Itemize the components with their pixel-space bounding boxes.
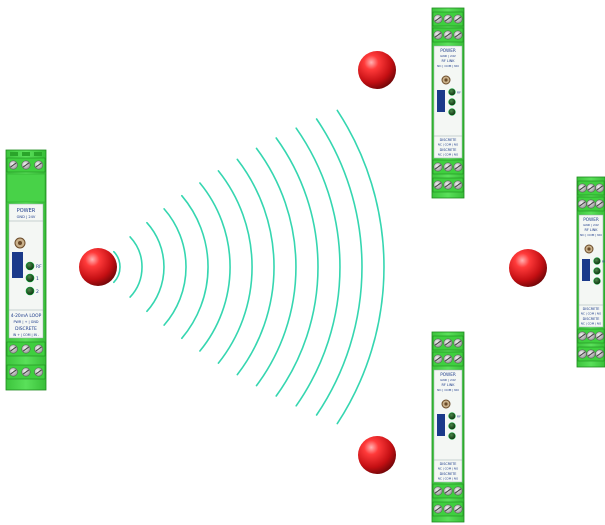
radio-wave-arc	[315, 118, 363, 416]
brand-logo	[437, 414, 445, 436]
discrete-label: DISCRETE	[440, 462, 457, 466]
status-led-icon	[593, 257, 601, 265]
discrete-terminal-label: NC | COM | NO	[438, 153, 459, 157]
radio-wave-arc	[236, 158, 275, 376]
status-led-icon	[448, 108, 456, 116]
discrete-terminal-label: NC | COM | NO	[581, 312, 602, 316]
power-terminal-label: GND | 24V	[440, 54, 457, 58]
brand-logo	[437, 90, 445, 112]
rf-link-label: RF LINK	[441, 59, 455, 63]
status-led-icon	[593, 277, 601, 285]
loop-label: 4-20mA LOOP	[11, 313, 42, 319]
radio-wave-arc	[163, 208, 187, 326]
radio-wave-icon	[113, 109, 385, 425]
antenna-node-icon	[509, 249, 547, 287]
led-label: RF	[457, 91, 461, 95]
brand-logo	[582, 259, 590, 281]
radio-wave-arc	[295, 127, 341, 407]
rf-link-label: RF LINK	[441, 383, 455, 387]
led-label: RF	[602, 260, 605, 264]
radio-wave-arc	[113, 250, 121, 284]
power-terminal-label: GND | 24V	[583, 223, 600, 227]
radio-wave-arc	[275, 137, 319, 397]
relay-terminal-label: NC | COM | NO	[437, 64, 459, 68]
antenna-node-icon	[358, 51, 396, 89]
status-led-icon	[25, 261, 35, 271]
power-label: POWER	[583, 217, 599, 222]
radio-wave-arc	[146, 221, 165, 313]
discrete-terminal-label: IN + | COM | IN -	[13, 333, 39, 337]
power-terminal-label: GND | 24V	[440, 378, 457, 382]
power-label: POWER	[440, 48, 456, 53]
radio-wave-arc	[255, 147, 297, 387]
discrete-label: DISCRETE	[583, 307, 600, 311]
discrete-label: DISCRETE	[440, 138, 457, 142]
status-led-icon	[25, 273, 35, 283]
power-label: POWER	[17, 208, 36, 214]
status-led-icon	[448, 422, 456, 430]
radio-wave-arc	[336, 109, 385, 425]
discrete-terminal-label: NC | COM | NO	[438, 143, 459, 147]
discrete-label: DISCRETE	[440, 148, 457, 152]
relay-terminal-label: NC | COM | NO	[580, 233, 602, 237]
discrete-label: DISCRETE	[583, 317, 600, 321]
led-label: 2	[36, 289, 39, 295]
loop-terminal-label: PWR | + | GND	[14, 320, 39, 324]
status-led-icon	[25, 286, 35, 296]
radio-wave-arc	[181, 194, 209, 340]
power-terminal-label: GND | 24V	[17, 215, 36, 219]
discrete-label: DISCRETE	[440, 472, 457, 476]
power-label: POWER	[440, 372, 456, 377]
radio-wave-arc	[217, 170, 253, 364]
discrete-terminal-label: NC | COM | NO	[438, 467, 459, 471]
status-led-icon	[448, 88, 456, 96]
discrete-terminal-label: NC | COM | NO	[438, 477, 459, 481]
antenna-node-icon	[358, 436, 396, 474]
relay-terminal-label: NC | COM | NO	[437, 388, 459, 392]
radio-wave-arc	[199, 182, 231, 352]
status-led-icon	[448, 432, 456, 440]
radio-wave-arc	[129, 236, 143, 298]
discrete-terminal-label: NC | COM | NO	[581, 322, 602, 326]
led-label: 1	[36, 276, 39, 282]
antenna-node-icon	[79, 248, 117, 286]
led-label: RF	[36, 264, 42, 270]
status-led-icon	[448, 412, 456, 420]
status-led-icon	[593, 267, 601, 275]
discrete-label: DISCRETE	[15, 326, 37, 332]
rf-link-label: RF LINK	[584, 228, 598, 232]
brand-logo	[12, 252, 23, 278]
status-led-icon	[448, 98, 456, 106]
led-label: RF	[457, 415, 461, 419]
